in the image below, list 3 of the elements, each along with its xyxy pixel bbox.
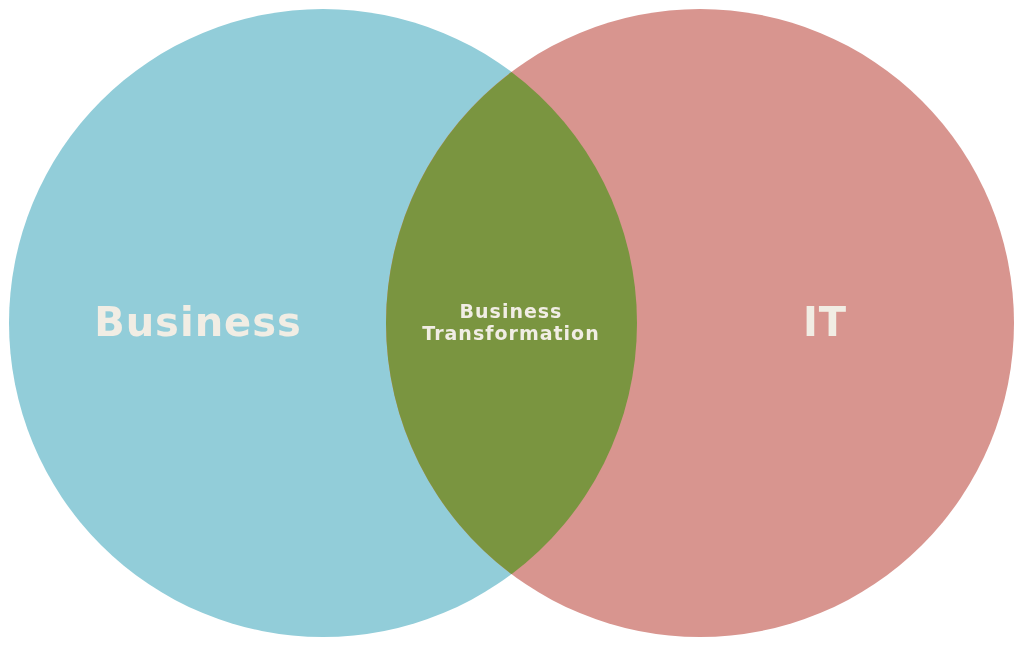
overlap-label: Business Transformation	[421, 300, 601, 344]
set-label: Business	[93, 299, 303, 345]
set-label: IT	[801, 299, 849, 345]
